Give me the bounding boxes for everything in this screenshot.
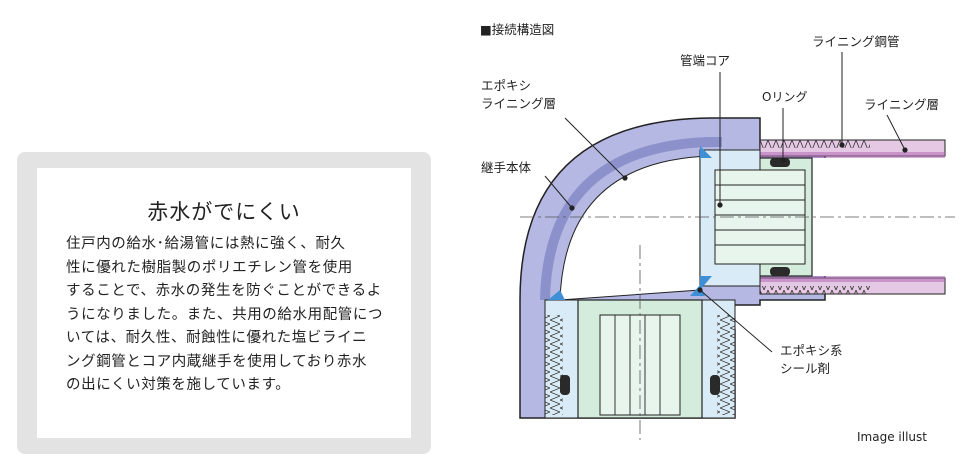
label-lining-steel-pipe: ライニング鋼管 bbox=[812, 34, 900, 49]
panel-line: いては、耐久性、耐蝕性に優れた塩ビライニ bbox=[66, 330, 368, 346]
sealant-top bbox=[700, 146, 712, 158]
lining-layer-bottom bbox=[760, 276, 945, 282]
label-lining-layer: ライニング層 bbox=[864, 97, 939, 112]
text-panel bbox=[37, 168, 411, 438]
panel-line: することで、赤水の発生を防ぐことができるよ bbox=[66, 283, 382, 299]
label-joint-body: 継手本体 bbox=[481, 160, 532, 175]
image-note: Image illust bbox=[857, 430, 927, 444]
steel-pipe-bottom-thread bbox=[760, 286, 870, 294]
panel-line: うになりました。また、共用の給水用配管につ bbox=[66, 306, 384, 323]
panel-line: 性に優れた樹脂製のポリエチレン管を使用 bbox=[66, 259, 353, 276]
label-oring: Oリング bbox=[762, 90, 807, 104]
label-sealant-line2: シール剤 bbox=[780, 361, 830, 376]
label-pipe-end-core: 管端コア bbox=[680, 53, 730, 68]
panel-line: 住戸内の給水･給湯管には熱に強く、耐久 bbox=[66, 236, 346, 252]
oring-bottom-left bbox=[560, 375, 570, 395]
panel-title: 赤水がでにくい bbox=[147, 200, 301, 224]
leader-lines bbox=[544, 52, 906, 353]
diagram-heading: ■接続構造図 bbox=[480, 22, 554, 37]
sealant-bottom-left bbox=[548, 290, 565, 300]
label-epoxy-lining-line1: エポキシ bbox=[481, 78, 531, 93]
steel-pipe-top-thread bbox=[760, 140, 870, 148]
label-epoxy-lining-line2: ライニング層 bbox=[481, 96, 556, 111]
thread-right-bottom bbox=[717, 315, 735, 415]
oring-bottom bbox=[770, 267, 790, 276]
thread-left bbox=[545, 315, 563, 415]
panel-line: ング鋼管とコア内蔵継手を使用しており赤水 bbox=[66, 353, 368, 370]
core-ribs-right bbox=[715, 184, 805, 246]
leader-dots bbox=[569, 142, 908, 293]
core-ribs-bottom bbox=[614, 315, 661, 415]
sealant-right bbox=[700, 276, 712, 290]
lining-layer-curve bbox=[540, 137, 722, 301]
oring-bottom-right bbox=[710, 375, 720, 395]
panel-body: 住戸内の給水･給湯管には熱に強く、耐久 性に優れた樹脂製のポリエチレン管を使用 … bbox=[66, 233, 386, 398]
label-sealant-line1: エポキシ系 bbox=[780, 343, 843, 358]
oring-top bbox=[770, 158, 790, 167]
centerlines bbox=[520, 216, 955, 440]
lining-layer-top bbox=[760, 152, 945, 158]
panel-line: の出にくい対策を施しています。 bbox=[66, 377, 291, 393]
